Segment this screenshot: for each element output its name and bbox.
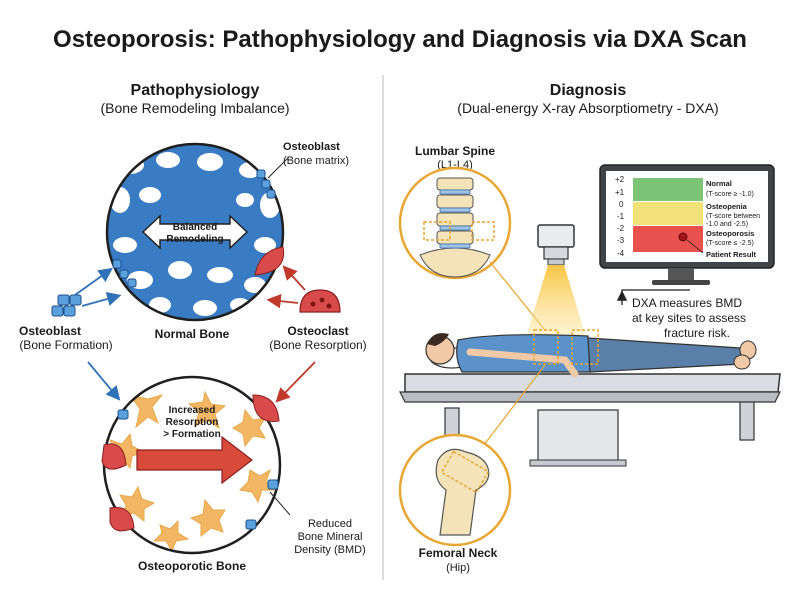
osteoblast-cluster <box>51 294 82 317</box>
formation-label: > Formation <box>163 429 221 440</box>
dxa-monitor <box>599 164 775 285</box>
reduced-line1: Reduced <box>308 518 352 530</box>
osteoporotic-bone-illustration <box>101 375 282 555</box>
pathophysiology-subheading: (Bone Remodeling Imbalance) <box>100 100 289 116</box>
tick-minus4: -4 <box>617 249 625 258</box>
pathophysiology-heading: Pathophysiology <box>131 82 260 99</box>
dxa-note-line3: fracture risk. <box>664 326 730 340</box>
osteoblast-left-title: Osteoblast <box>19 324 81 338</box>
tick-0: 0 <box>619 200 624 209</box>
arrow-osteoclast-up1 <box>282 265 306 291</box>
normal-title: Normal <box>706 179 732 188</box>
scan-table <box>399 373 781 467</box>
arrow-osteoblast-up2 <box>81 291 122 307</box>
reduced-line2: Bone Mineral <box>298 531 363 543</box>
normal-bone-label: Normal Bone <box>155 327 230 341</box>
normal-bone-illustration <box>105 142 285 322</box>
osteoporosis-sub: (T-score ≤ -2.5) <box>706 240 754 247</box>
normal-sub: (T-score ≥ -1.0) <box>706 191 754 198</box>
resorption-label: Resorption <box>166 417 219 428</box>
increased-label: Increased <box>169 405 216 416</box>
patient-figure <box>425 329 757 378</box>
osteoporotic-bone-label: Osteoporotic Bone <box>138 559 246 573</box>
lumbar-title: Lumbar Spine <box>415 144 495 158</box>
osteopenia-band <box>633 202 703 225</box>
remodeling-label: Remodeling <box>166 234 223 245</box>
dxa-note-line2: at key sites to assess <box>632 311 746 325</box>
arrow-osteoblast-down <box>87 361 121 401</box>
arrow-osteoblast-up1 <box>74 267 113 296</box>
osteopenia-sub2: -1.0 and -2.5) <box>706 221 748 228</box>
normal-band <box>633 178 703 201</box>
tick-plus1: +1 <box>615 188 625 197</box>
reduced-line3: Density (BMD) <box>294 544 366 556</box>
osteoblast-top-sub: (Bone matrix) <box>283 155 349 167</box>
lumbar-spine-illustration <box>398 166 512 280</box>
patient-result-marker <box>678 232 688 242</box>
arrow-osteoclast-down <box>275 361 316 403</box>
tick-minus3: -3 <box>617 236 625 245</box>
tick-minus2: -2 <box>617 224 625 233</box>
tick-plus2: +2 <box>615 175 625 184</box>
diagnosis-subheading: (Dual-energy X-ray Absorptiometry - DXA) <box>457 100 718 116</box>
osteoblast-left-sub: (Bone Formation) <box>19 338 112 352</box>
osteoclast-title: Osteoclast <box>287 324 348 338</box>
osteopenia-title: Osteopenia <box>706 202 748 211</box>
osteoclast-cell <box>299 289 341 313</box>
osteopenia-sub1: (T-score between <box>706 213 760 220</box>
dxa-note-line1: DXA measures BMD <box>632 296 742 310</box>
femoral-neck-illustration <box>398 433 512 547</box>
dxa-scanner-arm <box>522 224 590 350</box>
tick-minus1: -1 <box>617 212 625 221</box>
osteoporosis-band <box>633 226 703 252</box>
osteoporosis-title: Osteoporosis <box>706 229 754 238</box>
femoral-connector <box>479 364 546 451</box>
femoral-title: Femoral Neck <box>419 546 498 560</box>
femoral-sub: (Hip) <box>446 562 470 574</box>
patient-result-label: Patient Result <box>706 250 757 259</box>
reduced-bmd-leader <box>269 491 291 516</box>
osteoblast-top-leader <box>267 157 289 179</box>
diagnosis-heading: Diagnosis <box>550 82 627 99</box>
arrow-osteoclast-up2 <box>266 293 299 309</box>
balanced-label: Balanced <box>173 222 217 233</box>
osteoclast-sub: (Bone Resorption) <box>269 338 366 352</box>
page-title: Osteoporosis: Pathophysiology and Diagno… <box>53 26 747 53</box>
osteoblast-top-title: Osteoblast <box>283 141 340 153</box>
